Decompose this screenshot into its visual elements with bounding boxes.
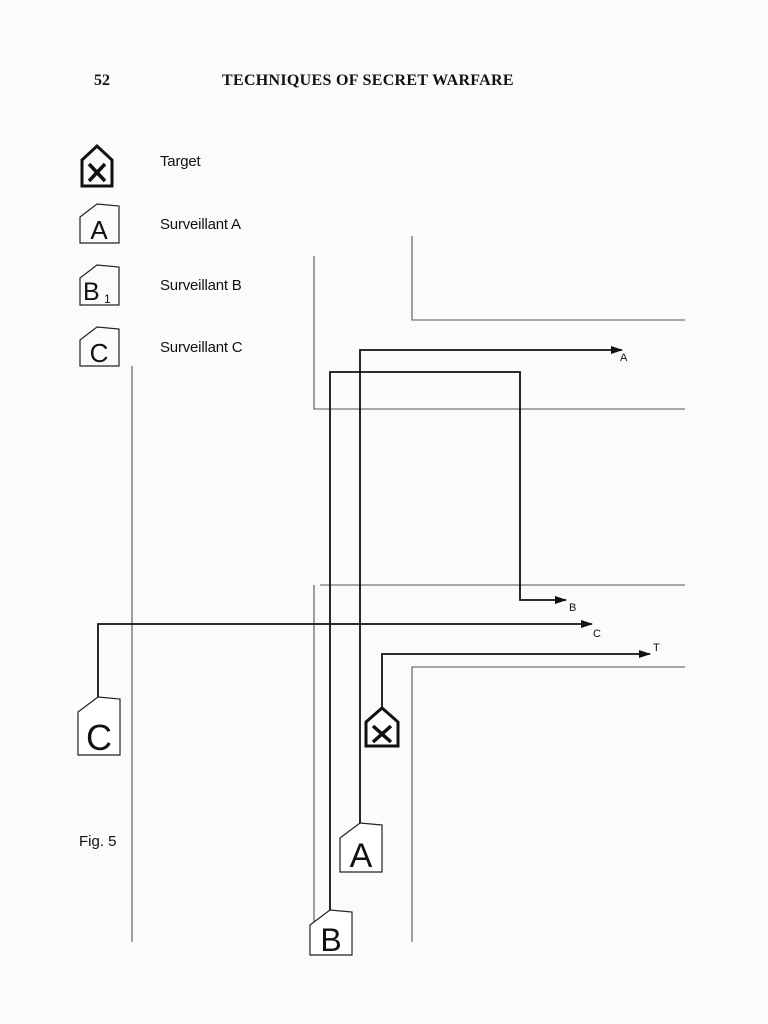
legend-surveillant-b-icon: B 1 bbox=[79, 264, 120, 306]
figure-caption: Fig. 5 bbox=[79, 833, 117, 850]
movement-routes bbox=[97, 346, 651, 912]
page-title: TECHNIQUES OF SECRET WARFARE bbox=[222, 72, 514, 89]
legend-surveillant-a-icon: A bbox=[79, 203, 120, 245]
marker-c-letter: C bbox=[86, 717, 112, 758]
route-target bbox=[381, 650, 651, 708]
legend-a-letter: A bbox=[90, 215, 108, 245]
route-label-c: C bbox=[593, 628, 601, 640]
legend-b-letter: B bbox=[83, 278, 100, 306]
legend-label-target: Target bbox=[160, 153, 201, 170]
route-surveillant-b bbox=[329, 371, 567, 912]
route-label-t: T bbox=[653, 642, 660, 654]
route-surveillant-c bbox=[97, 620, 593, 697]
marker-target-icon bbox=[364, 706, 400, 748]
legend-label-surveillant-b: Surveillant B bbox=[160, 277, 242, 294]
marker-surveillant-b: B bbox=[309, 909, 353, 958]
legend-b-subscript: 1 bbox=[104, 292, 111, 306]
marker-surveillant-c: C bbox=[77, 696, 121, 758]
legend-surveillant-c-icon: C bbox=[79, 326, 120, 368]
legend-label-surveillant-c: Surveillant C bbox=[160, 339, 243, 356]
legend-c-letter: C bbox=[90, 338, 109, 368]
marker-surveillant-a: A bbox=[339, 822, 383, 875]
street-lines bbox=[131, 236, 685, 942]
marker-a-letter: A bbox=[350, 837, 373, 875]
route-label-a: A bbox=[620, 352, 628, 364]
route-surveillant-a bbox=[359, 346, 623, 835]
page-number: 52 bbox=[94, 72, 110, 89]
legend-label-surveillant-a: Surveillant A bbox=[160, 216, 241, 233]
route-label-b: B bbox=[569, 602, 576, 614]
marker-b-letter: B bbox=[320, 922, 341, 958]
legend-target-icon bbox=[80, 143, 114, 188]
